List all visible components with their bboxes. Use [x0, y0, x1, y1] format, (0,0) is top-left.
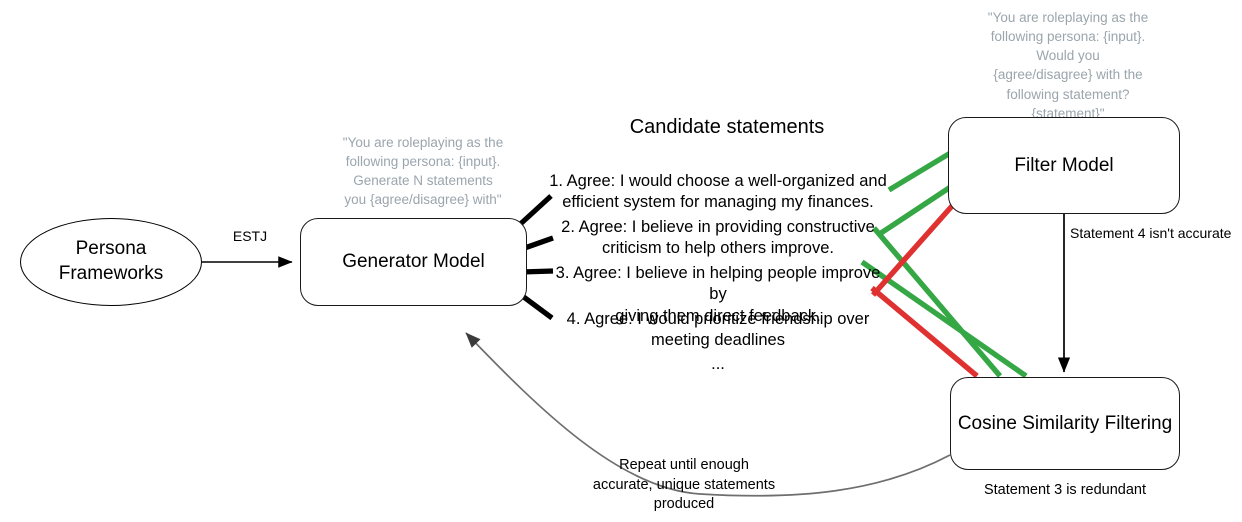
generator-prompt-text: "You are roleplaying as the following pe…: [342, 135, 504, 208]
edge-label-statement-4-not-accurate: Statement 4 isn't accurate: [1070, 225, 1232, 241]
node-cosine-similarity-filtering[interactable]: Cosine Similarity Filtering: [950, 377, 1180, 470]
statement-item-4: 4. Agree: I would prioritize friendship …: [566, 310, 870, 350]
node-filter-model-label: Filter Model: [1014, 154, 1114, 176]
wire-statement-2-to-cosine: [871, 226, 1003, 378]
statement-item-1: 1. Agree: I would choose a well-organize…: [549, 172, 887, 212]
feedback-loop-label: Repeat until enough accurate, unique sta…: [592, 457, 776, 513]
node-generator-model[interactable]: Generator Model: [300, 218, 527, 306]
statement-item-3: 3. Agree: I believe in helping people im…: [555, 264, 881, 325]
wire-statement-1-accept: [887, 149, 954, 193]
node-persona-frameworks-label: Persona Frameworks: [58, 238, 164, 284]
caption-statement-3-redundant: Statement 3 is redundant: [983, 482, 1147, 498]
wire-statement-2-accept: [876, 183, 954, 238]
node-filter-model[interactable]: Filter Model: [948, 117, 1180, 214]
node-cosine-similarity-filtering-label: Cosine Similarity Filtering: [957, 412, 1173, 434]
statement-ellipsis: ...: [711, 355, 725, 373]
node-persona-frameworks[interactable]: Persona Frameworks: [20, 218, 202, 306]
edge-label-estj: ESTJ: [232, 228, 268, 244]
filter-prompt-text: "You are roleplaying as the following pe…: [987, 10, 1149, 121]
candidate-statements-heading: Candidate statements: [629, 116, 825, 138]
node-generator-model-label: Generator Model: [342, 251, 485, 273]
statement-item-2: 2. Agree: I believe in providing constru…: [561, 218, 875, 258]
